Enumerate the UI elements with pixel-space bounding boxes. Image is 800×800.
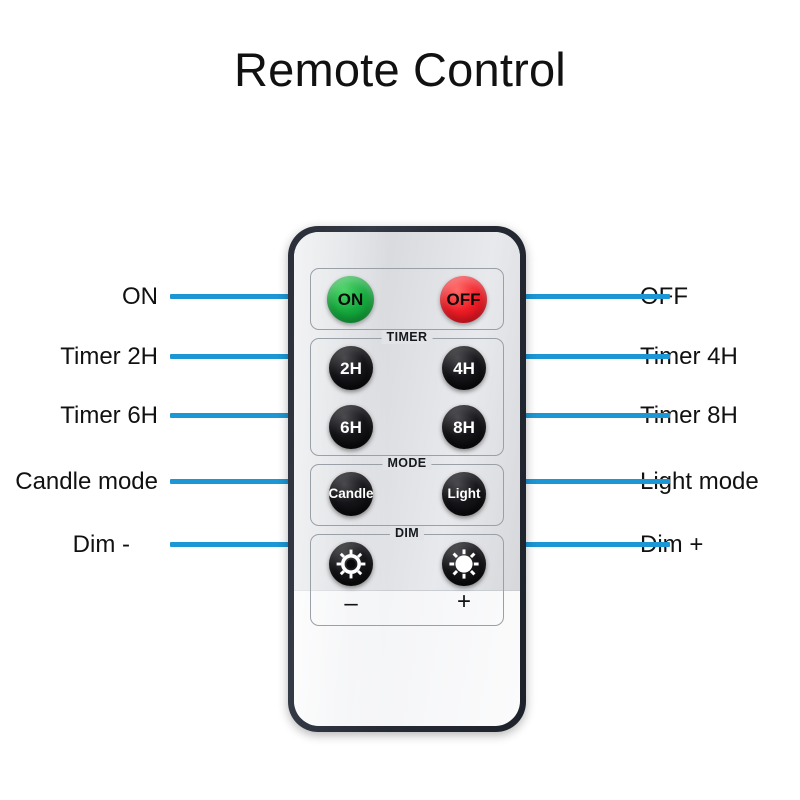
section-legend-timer: TIMER <box>381 330 433 344</box>
leader-line-candle-mode <box>170 479 338 484</box>
dim-minus-sign: – <box>344 590 358 617</box>
leader-line-timer-2h <box>170 354 338 359</box>
leader-line-timer-4h <box>490 354 670 359</box>
page-title: Remote Control <box>234 43 566 96</box>
button-light-mode-label: Light <box>447 486 481 502</box>
button-candle-mode[interactable]: Candle <box>328 472 374 516</box>
section-dim: DIM <box>310 526 504 626</box>
leader-line-dim-minus <box>170 542 338 547</box>
button-timer-2h[interactable]: 2H <box>329 346 373 390</box>
section-legend-dim: DIM <box>389 526 425 540</box>
button-timer-6h[interactable]: 6H <box>329 405 373 449</box>
leader-line-timer-8h <box>490 413 670 418</box>
button-light-mode[interactable]: Light <box>442 472 486 516</box>
button-off[interactable]: OFF <box>440 276 487 323</box>
leader-line-off <box>490 294 670 299</box>
section-legend-mode: MODE <box>382 456 432 470</box>
button-on-label: ON <box>337 290 364 309</box>
button-timer-4h[interactable]: 4H <box>442 346 486 390</box>
leader-line-timer-6h <box>170 413 338 418</box>
button-on[interactable]: ON <box>327 276 374 323</box>
remote-control-device: ON OFF TIMER 2H 4H 6H 8H MODE <box>288 226 526 732</box>
button-timer-8h-label: 8H <box>453 417 475 437</box>
button-timer-2h-label: 2H <box>340 358 362 378</box>
leader-line-on <box>170 294 338 299</box>
button-timer-6h-label: 6H <box>340 417 362 437</box>
leader-line-dim-plus <box>490 542 670 547</box>
button-off-label: OFF <box>446 290 481 309</box>
section-mode: MODE <box>310 456 504 526</box>
button-dim-minus[interactable] <box>329 542 373 586</box>
dim-plus-sign: + <box>456 588 471 615</box>
section-power <box>310 268 504 330</box>
section-timer: TIMER <box>310 330 504 456</box>
button-candle-mode-label: Candle <box>328 486 374 502</box>
leader-line-light-mode <box>490 479 670 484</box>
callout-label-timer-2h: Timer 2H <box>60 343 158 370</box>
callout-label-timer-6h: Timer 6H <box>60 402 158 429</box>
button-timer-4h-label: 4H <box>453 358 475 378</box>
button-timer-8h[interactable]: 8H <box>442 405 486 449</box>
callout-label-candle-mode: Candle mode <box>15 468 158 495</box>
remote-body: ON OFF TIMER 2H 4H 6H 8H MODE <box>294 232 520 726</box>
sun-bright-icon <box>449 549 479 579</box>
button-dim-plus[interactable] <box>442 542 486 586</box>
sun-dim-icon <box>336 549 366 579</box>
callout-label-dim-minus: Dim - <box>72 531 130 558</box>
callout-label-on: ON <box>122 283 158 310</box>
